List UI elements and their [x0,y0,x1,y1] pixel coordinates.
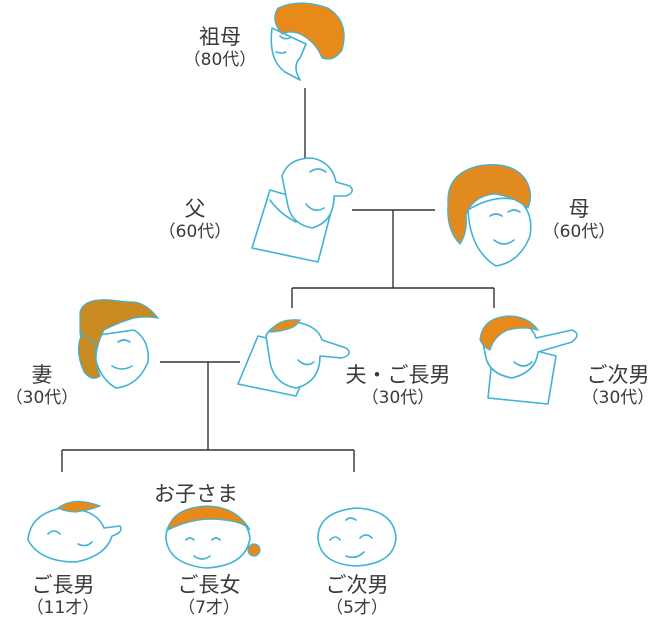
wife-illustration [77,299,160,389]
grandmother-age: （80代） [183,50,257,71]
child-eldest-daughter-label: ご長女 （7才） [164,572,254,620]
child-eldest-son-age: （11才） [26,598,100,619]
husband-age: （30代） [361,388,435,409]
child-eldest-son-role: ご長男 [31,573,95,597]
father-illustration [251,157,354,263]
child-eldest-son-label: ご長男 （11才） [18,572,108,620]
second-son-illustration [479,315,578,405]
child-eldest-son-illustration [27,500,122,563]
connector-lines [61,88,495,472]
second-son-label: ご次男 （30代） [568,362,668,410]
child-second-son-age: （5才） [326,598,388,619]
husband-label: 夫・ご長男 （30代） [328,362,468,410]
mother-age: （60代） [542,222,616,243]
father-role: 父 [184,197,206,221]
children-title: お子さま [154,482,238,506]
child-second-son-illustration [317,507,397,567]
child-eldest-daughter-role: ご長女 [177,573,241,597]
mother-role: 母 [568,197,590,221]
child-eldest-daughter-illustration [165,505,261,569]
grandmother-label: 祖母 （80代） [175,24,265,72]
husband-role: 夫・ご長男 [345,363,451,387]
second-son-age: （30代） [581,388,655,409]
child-second-son-label: ご次男 （5才） [312,572,402,620]
second-son-role: ご次男 [586,363,650,387]
wife-age: （30代） [5,388,79,409]
mother-label: 母 （60代） [534,196,624,244]
child-second-son-role: ご次男 [325,573,389,597]
mother-illustration [447,164,532,267]
father-age: （60代） [158,222,232,243]
wife-label: 妻 （30代） [0,362,84,410]
husband-illustration [237,319,350,397]
child-eldest-daughter-age: （7才） [178,598,240,619]
father-label: 父 （60代） [150,196,240,244]
wife-role: 妻 [31,363,53,387]
grandmother-role: 祖母 [199,25,241,49]
grandmother-illustration [270,2,345,81]
